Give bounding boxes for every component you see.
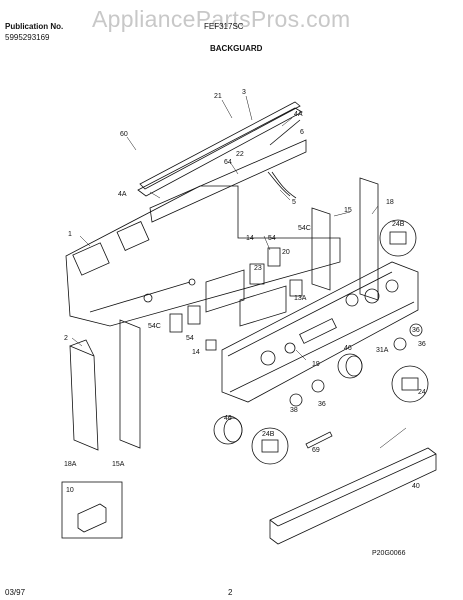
part-label-54C-b: 54C xyxy=(148,323,161,330)
part-label-3: 3 xyxy=(242,89,246,96)
part-label-54b: 54 xyxy=(186,335,194,342)
mid-bracket xyxy=(311,207,331,291)
part-label-1: 1 xyxy=(68,231,72,238)
part-label-4: 4A xyxy=(294,111,303,118)
part-label-18: 18 xyxy=(386,199,394,206)
callout-24B-mid xyxy=(251,427,289,465)
part-label-24: 24 xyxy=(418,389,426,396)
heat-shield xyxy=(149,139,307,223)
part-label-15A: 15A xyxy=(112,461,125,468)
footer-date: 03/97 xyxy=(5,588,26,597)
part-label-24B-mid: 24B xyxy=(262,431,275,438)
top-trim xyxy=(137,107,303,197)
part-label-23: 23 xyxy=(254,265,262,272)
part-label-15: 15 xyxy=(344,207,352,214)
part-label-2: 2 xyxy=(64,335,68,342)
part-label-21: 21 xyxy=(214,93,222,100)
part-label-36c: 36 xyxy=(318,401,326,408)
part-label-36a: 36 xyxy=(412,327,420,334)
part-label-69: 69 xyxy=(312,447,320,454)
part-label-36b: 36 xyxy=(418,341,426,348)
part-label-54C-a: 54C xyxy=(298,225,311,232)
knob-group xyxy=(213,323,423,445)
publication-label: Publication No. xyxy=(5,22,64,31)
watermark: AppliancePartsPros.com xyxy=(92,6,351,32)
part-label-46a: 46 xyxy=(224,415,232,422)
part-label-38: 38 xyxy=(290,407,298,414)
part-label-19: 19 xyxy=(312,361,320,368)
end-cap xyxy=(69,345,99,451)
front-trim xyxy=(269,447,437,545)
inset-part-10 xyxy=(61,481,123,539)
callout-24B-top xyxy=(379,219,417,257)
part-label-64: 64 xyxy=(224,159,232,166)
part-labels: 21 3 60 4A 6 22 64 4A 5 1 18 15 24B 14 5… xyxy=(64,89,426,557)
part-label-5: 5 xyxy=(292,199,296,206)
section-title: BACKGUARD xyxy=(210,44,263,53)
part-label-31A: 31A xyxy=(376,347,389,354)
part-label-20: 20 xyxy=(282,249,290,256)
part-label-54a: 54 xyxy=(268,235,276,242)
footer-page-number: 2 xyxy=(228,588,233,597)
left-side-trim xyxy=(119,319,141,449)
model-number: FEF317SC xyxy=(204,22,244,31)
part-label-18A: 18A xyxy=(64,461,77,468)
part-label-14a: 14 xyxy=(246,235,254,242)
part-label-40: 40 xyxy=(412,483,420,490)
part-label-60: 60 xyxy=(120,131,128,138)
right-end-bracket xyxy=(359,177,379,301)
control-panel xyxy=(221,261,419,403)
part-label-14b: 14 xyxy=(192,349,200,356)
part-label-24B-top: 24B xyxy=(392,221,405,228)
callout-24 xyxy=(391,365,429,403)
part-label-10: 10 xyxy=(66,487,74,494)
part-label-46b: 46 xyxy=(344,345,352,352)
part-label-4A: 4A xyxy=(118,191,127,198)
part-label-6: 6 xyxy=(300,129,304,136)
part-label-13A: 13A xyxy=(294,295,307,302)
part-label-22: 22 xyxy=(236,151,244,158)
drawing-id: P20G0066 xyxy=(372,550,406,557)
publication-number: 5995293169 xyxy=(5,33,50,42)
rear-panel xyxy=(65,185,341,327)
